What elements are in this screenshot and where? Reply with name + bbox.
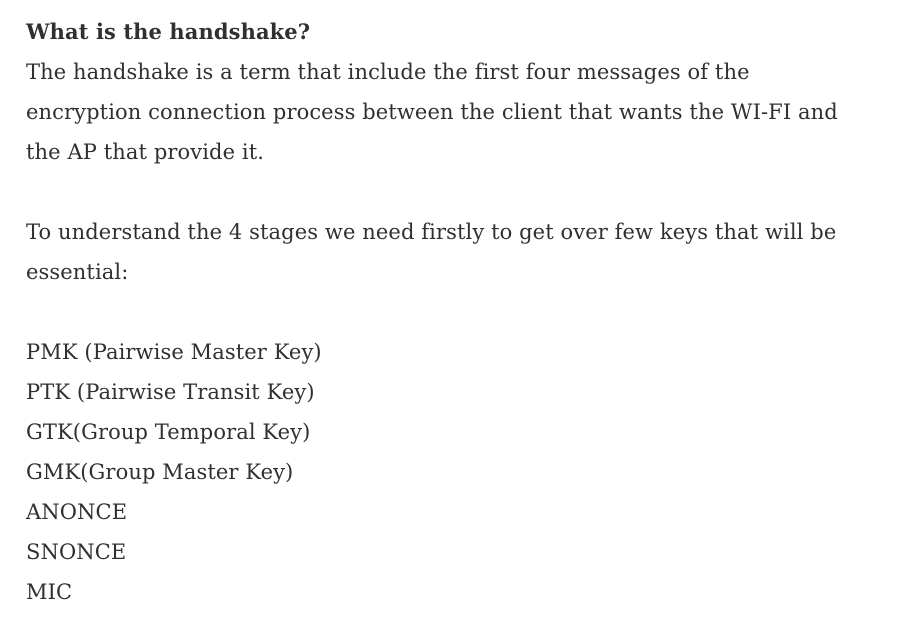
article-heading: What is the handshake?	[26, 19, 311, 44]
key-term-line: PMK (Pairwise Master Key)	[26, 340, 322, 364]
key-term-line: GTK(Group Temporal Key)	[26, 420, 311, 444]
paragraph1-line: encryption connection process between th…	[26, 100, 838, 124]
paragraph-gap	[26, 292, 889, 332]
paragraph1-line: The handshake is a term that include the…	[26, 60, 750, 84]
article-body: What is the handshake? The handshake is …	[26, 12, 889, 612]
paragraph1-line: the AP that provide it.	[26, 140, 265, 164]
paragraph2-line: essential:	[26, 260, 129, 284]
key-term-line: GMK(Group Master Key)	[26, 460, 294, 484]
paragraph-gap	[26, 172, 889, 212]
key-term-line: PTK (Pairwise Transit Key)	[26, 380, 315, 404]
key-term-line: SNONCE	[26, 540, 127, 564]
key-term-line: MIC	[26, 580, 73, 604]
key-term-line: ANONCE	[26, 500, 128, 524]
paragraph2-line: To understand the 4 stages we need first…	[26, 220, 837, 244]
